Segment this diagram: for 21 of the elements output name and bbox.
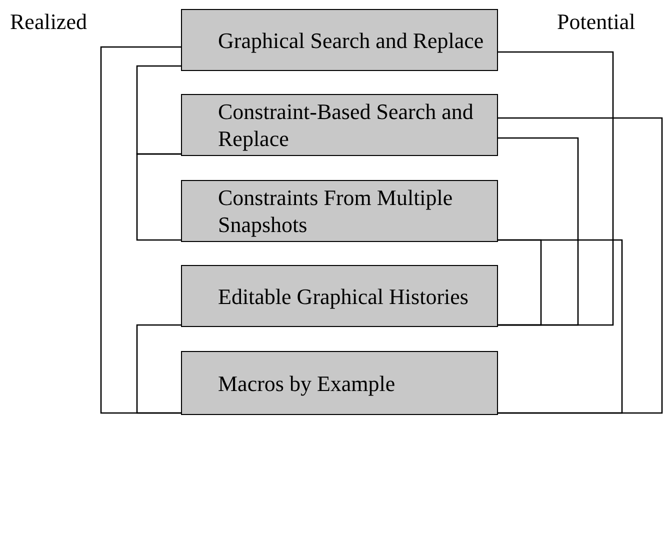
connector-line: [498, 117, 663, 414]
connector-line: [100, 46, 181, 414]
box-label: Constraint-Based Search and Replace: [218, 98, 474, 152]
box-label: Editable Graphical Histories: [218, 282, 470, 310]
connector-line: [498, 51, 614, 326]
connector-line: [498, 137, 579, 326]
connector-line: [136, 324, 181, 414]
process-box: [181, 351, 498, 415]
box-label: Graphical Search and Replace: [218, 26, 485, 54]
process-box: [181, 94, 498, 156]
process-box: [181, 9, 498, 71]
connector-line: [136, 65, 181, 155]
connector-line: [136, 153, 181, 241]
box-label: Constraints From Multiple Snapshots: [218, 184, 454, 238]
process-box: [181, 265, 498, 327]
column-heading: Potential: [557, 8, 636, 35]
connector-line: [498, 239, 623, 414]
connector-line: [498, 239, 542, 326]
box-label: Macros by Example: [218, 370, 396, 396]
process-box: [181, 180, 498, 242]
column-heading: Realized: [10, 8, 87, 35]
